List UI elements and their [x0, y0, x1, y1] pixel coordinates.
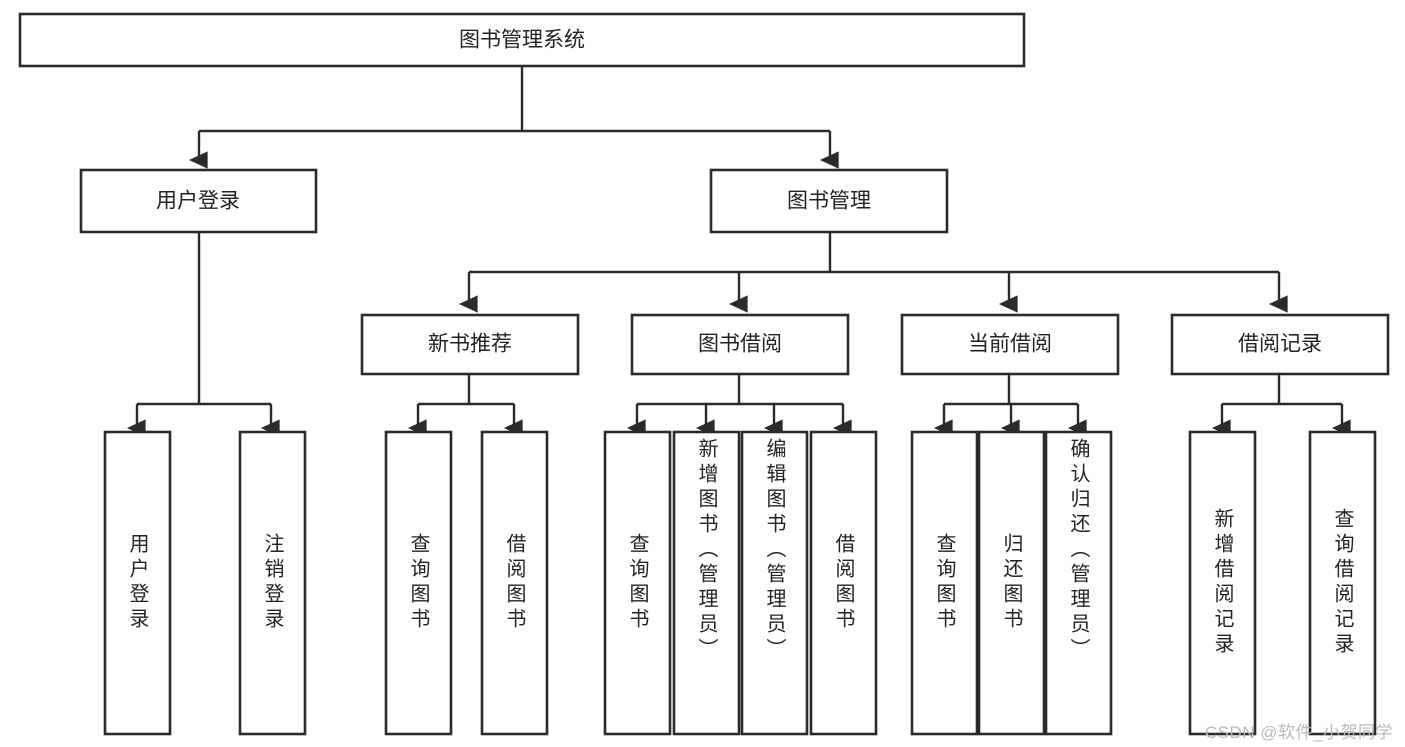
- node-new-book-recommend-box[interactable]: [360, 313, 580, 376]
- leaf-box-book-borrow-2[interactable]: [740, 430, 809, 736]
- node-user-login-label: 用户登录: [156, 190, 240, 213]
- node-borrow-record-label: 借阅记录: [1238, 333, 1322, 356]
- leaf-box-user-login-1[interactable]: [238, 430, 307, 736]
- node-book-borrow-label: 图书借阅: [698, 333, 782, 356]
- node-root-box[interactable]: [18, 12, 1026, 68]
- node-user-login-box[interactable]: [79, 168, 318, 234]
- node-book-mgmt-label: 图书管理: [787, 190, 871, 213]
- leaf-box-borrow-record-1[interactable]: [1308, 430, 1377, 736]
- node-root-label: 图书管理系统: [459, 29, 585, 52]
- leaf-box-book-borrow-0[interactable]: [603, 430, 672, 736]
- leaf-box-user-login-0[interactable]: [103, 430, 172, 736]
- node-new-book-recommend-label: 新书推荐: [428, 333, 512, 356]
- leaf-box-new-book-recommend-0[interactable]: [384, 430, 453, 736]
- leaf-box-book-borrow-3[interactable]: [809, 430, 878, 736]
- node-book-borrow-box[interactable]: [630, 313, 850, 376]
- node-current-borrow-box[interactable]: [900, 313, 1120, 376]
- node-current-borrow-label: 当前借阅: [968, 333, 1052, 356]
- leaf-box-current-borrow-2[interactable]: [1044, 430, 1113, 736]
- leaf-box-book-borrow-1[interactable]: [672, 430, 741, 736]
- node-borrow-record-box[interactable]: [1170, 313, 1390, 376]
- leaf-box-current-borrow-1[interactable]: [977, 430, 1046, 736]
- leaf-box-new-book-recommend-1[interactable]: [480, 430, 549, 736]
- leaf-box-borrow-record-0[interactable]: [1188, 430, 1257, 736]
- node-book-mgmt-box[interactable]: [709, 168, 949, 234]
- leaf-box-current-borrow-0[interactable]: [910, 430, 979, 736]
